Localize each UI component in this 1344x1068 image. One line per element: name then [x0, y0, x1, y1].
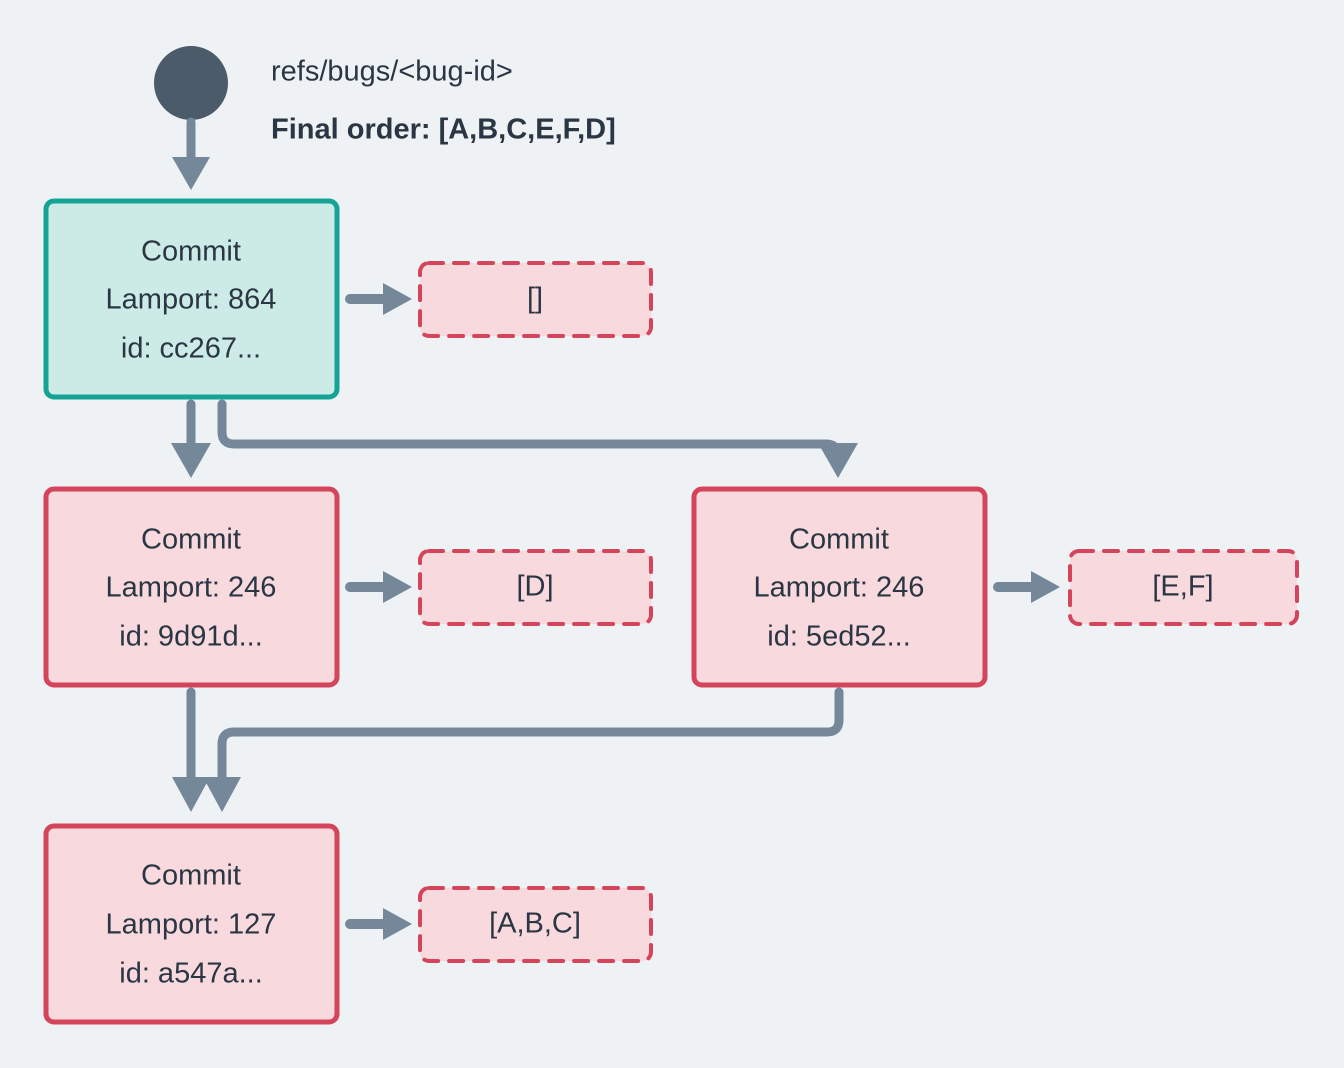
commit-node-cc267-box[interactable]: [43, 198, 340, 400]
operations-box-cc267-label: []: [527, 283, 543, 315]
operations-box-5ed52-label: [E,F]: [1152, 571, 1213, 603]
commit-node-a547a[interactable]: Commit Lamport: 127 id: a547a...: [43, 823, 340, 1025]
ops-arrow-a547a: [345, 908, 412, 940]
commit-node-a547a-box[interactable]: [43, 823, 340, 1025]
operations-box-cc267-box[interactable]: [418, 261, 653, 338]
edge-cc267-to-5ed52: [217, 399, 858, 478]
operations-box-5ed52[interactable]: [E,F]: [1068, 549, 1299, 626]
commit-node-cc267-hash: id: cc267...: [121, 333, 261, 365]
commit-node-5ed52-lamport: Lamport: 246: [754, 572, 925, 604]
start-arrow: [172, 117, 210, 190]
commit-node-cc267[interactable]: Commit Lamport: 864 id: cc267...: [43, 198, 340, 400]
ops-arrow-5ed52: [993, 571, 1060, 603]
edge-cc267-to-9d91d: [171, 399, 211, 478]
edge-5ed52-to-a547a: [203, 687, 844, 812]
operations-box-a547a-box[interactable]: [418, 886, 653, 963]
commit-node-cc267-lamport: Lamport: 864: [106, 284, 277, 316]
commit-node-9d91d-hash: id: 9d91d...: [119, 621, 263, 653]
operations-box-cc267[interactable]: []: [418, 261, 653, 338]
commit-node-a547a-title: Commit: [141, 860, 241, 892]
commit-node-a547a-lamport: Lamport: 127: [106, 909, 277, 941]
operations-box-a547a[interactable]: [A,B,C]: [418, 886, 653, 963]
operations-box-9d91d[interactable]: [D]: [418, 549, 653, 626]
operations-box-9d91d-label: [D]: [516, 571, 553, 603]
commit-node-5ed52-hash: id: 5ed52...: [767, 621, 911, 653]
commit-node-9d91d-box[interactable]: [43, 486, 340, 688]
filled-circle-icon: [154, 46, 228, 120]
final-order-label: Final order: [A,B,C,E,F,D]: [271, 114, 616, 146]
operations-box-9d91d-box[interactable]: [418, 549, 653, 626]
edge-9d91d-to-a547a: [172, 687, 210, 812]
ops-arrow-9d91d: [345, 571, 412, 603]
commit-node-5ed52-box[interactable]: [691, 486, 988, 688]
commit-node-cc267-title: Commit: [141, 236, 241, 268]
commit-node-9d91d[interactable]: Commit Lamport: 246 id: 9d91d...: [43, 486, 340, 688]
commit-node-9d91d-lamport: Lamport: 246: [106, 572, 277, 604]
operations-box-a547a-label: [A,B,C]: [489, 908, 581, 940]
commit-node-a547a-hash: id: a547a...: [119, 958, 263, 990]
commit-node-5ed52[interactable]: Commit Lamport: 246 id: 5ed52...: [691, 486, 988, 688]
commit-node-9d91d-title: Commit: [141, 524, 241, 556]
commit-node-5ed52-title: Commit: [789, 524, 889, 556]
ref-label: refs/bugs/<bug-id>: [271, 56, 513, 88]
ops-arrow-cc267: [345, 283, 412, 315]
operations-box-5ed52-box[interactable]: [1068, 549, 1299, 626]
